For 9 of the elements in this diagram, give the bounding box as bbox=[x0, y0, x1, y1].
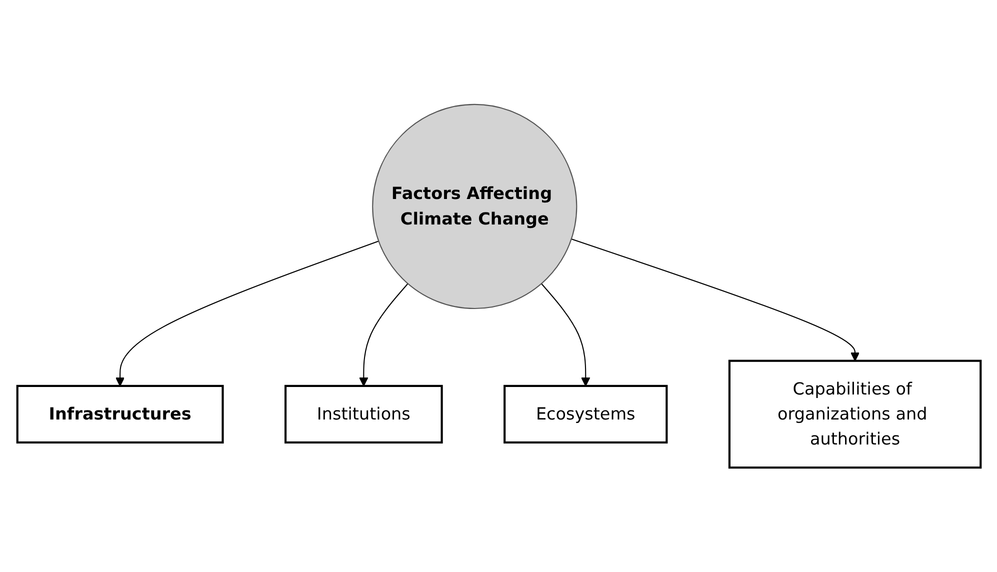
node-box: Institutions bbox=[284, 384, 442, 444]
arrow bbox=[540, 283, 590, 386]
arrow bbox=[570, 238, 860, 362]
node-circle: Factors Affecting Climate Change bbox=[372, 104, 577, 310]
arrow bbox=[114, 240, 378, 386]
node-box: Capabilities of organizations and authorities bbox=[728, 360, 982, 469]
node-box: Infrastructures bbox=[16, 384, 224, 444]
arrow bbox=[358, 283, 408, 386]
node-box: Ecosystems bbox=[503, 384, 668, 444]
